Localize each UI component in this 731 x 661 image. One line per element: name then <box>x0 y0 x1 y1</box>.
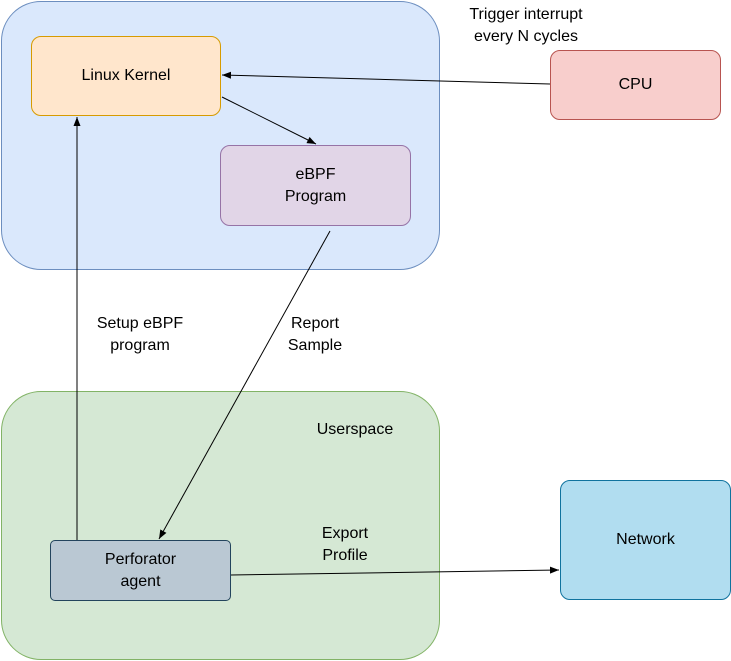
edge-label-trigger-interrupt: Trigger interrupt every N cycles <box>469 6 583 45</box>
network-node: Network <box>560 480 731 600</box>
perforator-agent-node: Perforator agent <box>50 540 231 601</box>
userspace-label: Userspace <box>316 421 394 438</box>
ebpf-program-node: eBPF Program <box>220 145 411 226</box>
linux-kernel-node: Linux Kernel <box>31 36 221 116</box>
edge-label-setup-ebpf: Setup eBPF program <box>96 315 184 354</box>
userspace-region <box>1 391 440 660</box>
cpu-node: CPU <box>550 50 721 120</box>
edge-label-report-sample: Report Sample <box>287 315 343 354</box>
edge-label-export-profile: Export Profile <box>321 525 369 564</box>
edge-ebpf-to-agent <box>158 230 331 540</box>
edge-agent-to-network <box>230 566 560 576</box>
edge-cpu-to-kernel <box>221 71 551 85</box>
edge-kernel-to-ebpf <box>221 96 317 145</box>
